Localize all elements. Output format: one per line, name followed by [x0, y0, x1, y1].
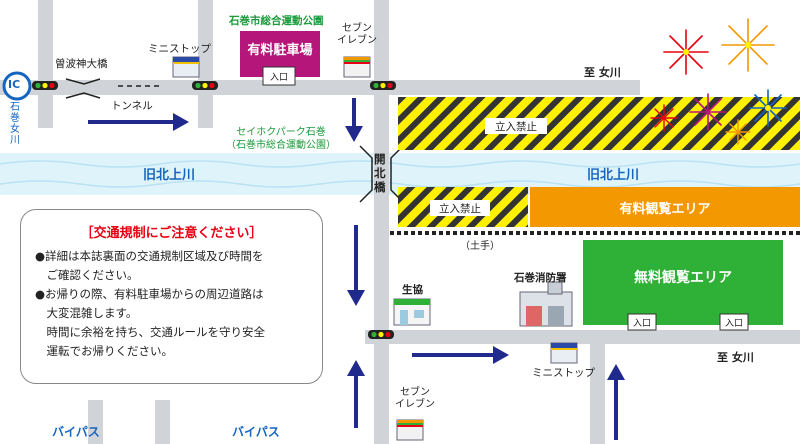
seven-eleven-label-bottom: セブン イレブン: [395, 387, 435, 410]
road-bypass-left: [88, 400, 103, 444]
paid-viewing-area: [530, 187, 800, 227]
parking-entrance-label: 入口: [269, 72, 288, 83]
road-kaihoku-bridge: [374, 0, 389, 444]
paid-parking-label: 有料駐車場: [247, 42, 313, 58]
notice-line: 運転でお帰りください。: [35, 344, 173, 358]
free-viewing-label: 無料観覧エリア: [634, 270, 732, 286]
building-icon-coop: [393, 298, 431, 326]
notice-line: ●詳細は本誌裏面の交通規制区域及び時間を: [35, 249, 264, 263]
road-bypass-right: [155, 400, 170, 444]
seven-eleven-label-top: セブン イレブン: [337, 23, 377, 46]
paid-viewing-label: 有料観覧エリア: [619, 201, 711, 217]
park-name-label: 石巻市総合運動公園: [229, 15, 324, 27]
road-north: [0, 80, 640, 95]
coop-label: 生協: [402, 284, 423, 296]
embankment-label: （土手）: [460, 241, 500, 252]
bypass-label-left: バイパス: [52, 425, 100, 439]
road-left-vertical: [38, 0, 53, 128]
notice-line: ご確認ください。: [35, 268, 139, 282]
building-icon-fire-station: [519, 281, 573, 327]
river-label-right: 旧北上川: [587, 168, 640, 183]
seihoku-park-label: セイホクパーク石巻 （石巻市総合運動公園）: [226, 127, 336, 151]
kaihoku-bridge-label: 開北橋: [374, 152, 386, 194]
free-entrance-label-1: 入口: [632, 318, 651, 329]
road-south: [365, 330, 800, 344]
no-entry-area-north: [398, 97, 800, 150]
to-onagawa-label-north: 至 女川: [584, 66, 621, 79]
free-entrance-label-2: 入口: [724, 318, 743, 329]
notice-line: ●お帰りの際、有料駐車場からの周辺道路は: [35, 287, 264, 301]
ic-badge-icon: [2, 71, 32, 101]
bypass-label-right: バイパス: [232, 425, 280, 439]
traffic-light-icon: [32, 81, 396, 339]
river-label-left: 旧北上川: [143, 168, 196, 183]
to-onagawa-label-south: 至 女川: [717, 351, 754, 364]
free-viewing-area: [583, 240, 783, 325]
ishinomaki-onagawa-label: 石巻女川: [10, 102, 20, 146]
ministop-label-bottom: ミニストップ: [532, 367, 595, 379]
road-mid-vertical: [198, 0, 213, 128]
traffic-notice-box: ［交通規制にご注意ください］ ●詳細は本誌裏面の交通規制区域及び時間を ご確認く…: [20, 209, 323, 384]
fire-station-label: 石巻消防署: [514, 272, 567, 284]
no-entry-label-north: 立入禁止: [485, 118, 547, 134]
tunnel-mark: [65, 78, 160, 99]
notice-title: ［交通規制にご注意ください］: [80, 226, 263, 241]
road-bottom-vertical: [590, 330, 605, 444]
no-entry-label-south: 立入禁止: [430, 200, 490, 216]
ministop-label-top: ミニストップ: [148, 43, 211, 55]
kaihoku-bridge-marks: [359, 145, 404, 203]
notice-line: 大変混雑します。: [35, 306, 138, 320]
bridge-sobajin-label: 曽波神大橋: [55, 58, 108, 70]
direction-arrow-icon: [88, 98, 625, 440]
notice-line: 時間に余裕を持ち、交通ルールを守り安全: [35, 325, 265, 339]
tunnel-label: トンネル: [111, 100, 153, 112]
fireworks-icon: [650, 18, 787, 145]
ic-label: IC: [8, 78, 21, 91]
entrance-boxes: [262, 66, 749, 331]
convenience-store-icon: [172, 56, 578, 441]
